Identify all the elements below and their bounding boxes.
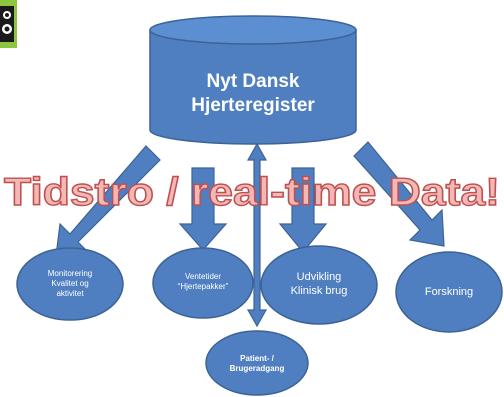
node-udvikling-line2: Klinisk brug [290, 285, 348, 297]
arrow-to-forskning [353, 141, 445, 247]
node-patient-line1: Patient- / [240, 354, 274, 363]
realtime-banner: Tidstro / real-time Data! [3, 170, 500, 214]
node-forskning [395, 251, 503, 333]
database-title-line1: Nyt Dansk [206, 71, 300, 93]
node-monitorering-label: Monitorering Kvalitet og aktivitet [22, 263, 118, 305]
database-cylinder [149, 15, 357, 145]
logo-icon [0, 0, 17, 48]
node-patient [205, 330, 309, 396]
node-ventetider-line1: Ventetider [184, 272, 222, 281]
node-monitorering-line3: aktivitet [56, 289, 84, 298]
database-title: Nyt Dansk Hjerteregister [150, 64, 356, 124]
node-ventetider-label: Ventetider “Hjertepakker” [156, 262, 250, 302]
node-forskning-line1: Forskning [424, 286, 474, 299]
node-forskning-label: Forskning [398, 282, 500, 304]
arrow-to-udvikling [278, 167, 328, 253]
node-ventetider [152, 247, 254, 319]
node-patient-line2: Brugeradgang [229, 364, 285, 373]
arrow-to-ventetider [178, 167, 228, 251]
node-patient-label: Patient- / Brugeradgang [212, 347, 302, 381]
banner-text: Tidstro / real-time Data! [4, 171, 500, 214]
node-udvikling [260, 245, 378, 325]
arrow-patient-bidirectional [246, 142, 268, 328]
node-monitorering-line2: Kvalitet og [51, 279, 89, 288]
node-monitorering [16, 247, 124, 321]
node-udvikling-line1: Udvikling [296, 271, 342, 284]
node-ventetider-line2: “Hjertepakker” [177, 282, 229, 291]
database-title-line2: Hjerteregister [191, 95, 315, 116]
node-monitorering-line1: Monitorering [47, 269, 93, 278]
node-udvikling-label: Udvikling Klinisk brug [266, 266, 372, 304]
